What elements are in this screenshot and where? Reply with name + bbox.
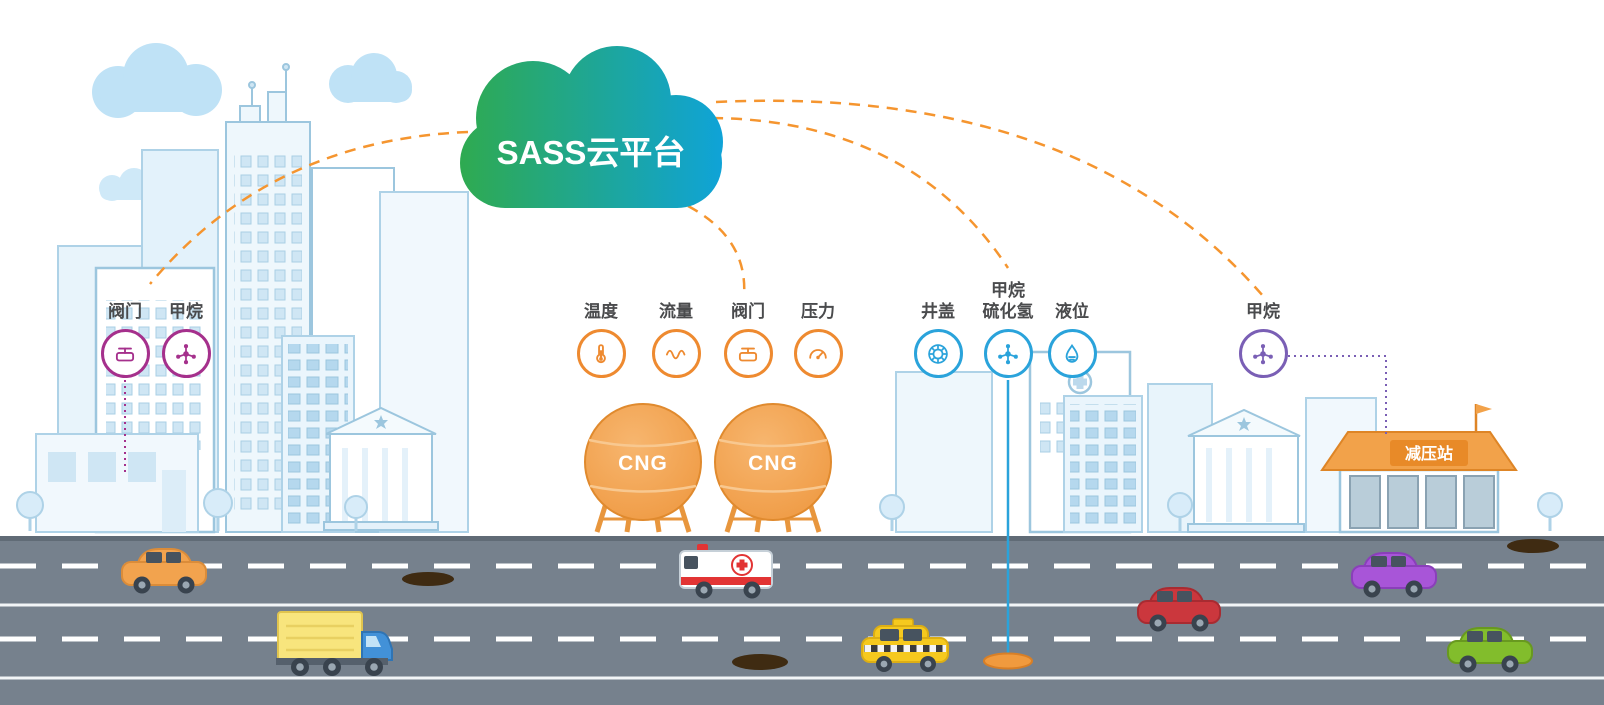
sensor-valve-building: 阀门 bbox=[87, 276, 163, 378]
connection-line-building bbox=[149, 130, 469, 285]
taxi bbox=[861, 618, 949, 672]
truck-yellow bbox=[276, 611, 393, 676]
bank-building-right bbox=[1187, 408, 1305, 533]
cloud-platform: SASS云平台 bbox=[460, 46, 723, 208]
methane-molecule-icon bbox=[1238, 329, 1288, 378]
methane-molecule-icon bbox=[161, 329, 211, 378]
manhole-cover-orange bbox=[983, 652, 1033, 670]
connection-line-street bbox=[711, 116, 1010, 269]
sensor-methane-station: 甲烷 bbox=[1225, 276, 1301, 378]
antenna-tower bbox=[225, 63, 311, 533]
cng-tank-1: CNG bbox=[584, 403, 702, 533]
road bbox=[0, 536, 1604, 705]
sensor-label: 井盖 bbox=[921, 301, 955, 321]
sensor-label: 阀门 bbox=[731, 301, 765, 321]
sensor-flow: 流量 bbox=[638, 276, 714, 378]
sensor-label: 流量 bbox=[659, 301, 693, 321]
station-sign-label: 减压站 bbox=[1405, 444, 1453, 463]
trees-left bbox=[16, 488, 368, 531]
cng-tank-2: CNG bbox=[714, 403, 832, 533]
temperature-icon bbox=[576, 329, 626, 378]
sensor-label: 硫化氢 bbox=[982, 301, 1034, 321]
pressure-gauge-icon bbox=[793, 329, 843, 378]
sensor-label: 温度 bbox=[584, 301, 618, 321]
flow-icon bbox=[651, 329, 701, 378]
city-skyline-left bbox=[16, 63, 469, 534]
pressure-station-building: 减压站 bbox=[1320, 404, 1518, 534]
cng-tank-1-label: CNG bbox=[618, 452, 668, 475]
sensor-valve-cng: 阀门 bbox=[710, 276, 786, 378]
manholes bbox=[402, 539, 1559, 670]
valve-icon bbox=[723, 329, 773, 378]
sensor-liquid-level: 液位 bbox=[1034, 276, 1110, 378]
bank-building-left bbox=[323, 406, 439, 531]
sky-clouds bbox=[92, 43, 412, 201]
sensor-manhole: 井盖 bbox=[900, 276, 976, 378]
car-green bbox=[1447, 627, 1533, 673]
manhole-cover bbox=[402, 572, 454, 586]
sensor-gas-street: 甲烷 硫化氢 bbox=[970, 276, 1046, 378]
car-purple bbox=[1351, 552, 1437, 598]
sensor-label: 甲烷 bbox=[1246, 301, 1280, 321]
sky-cloud-left bbox=[92, 43, 222, 118]
valve-icon bbox=[100, 329, 150, 378]
shops-row bbox=[35, 433, 199, 533]
sensor-temperature: 温度 bbox=[563, 276, 639, 378]
manhole-cover bbox=[732, 654, 788, 670]
sensor-label: 液位 bbox=[1055, 301, 1089, 321]
gas-molecule-icon bbox=[983, 329, 1033, 378]
sensor-methane-building: 甲烷 bbox=[148, 276, 224, 378]
sensor-label: 阀门 bbox=[108, 301, 142, 321]
city-skyline-right bbox=[879, 350, 1563, 534]
connection-line-cng bbox=[687, 204, 746, 297]
cloud-connection-lines bbox=[149, 99, 1264, 297]
ambulance bbox=[679, 544, 773, 599]
manhole-icon bbox=[913, 329, 963, 378]
taxi-checker-band bbox=[864, 645, 946, 652]
connection-line-station bbox=[715, 99, 1264, 297]
station-flag bbox=[1476, 404, 1492, 414]
liquid-level-icon bbox=[1047, 329, 1097, 378]
manhole-cover bbox=[1507, 539, 1559, 553]
cng-tank-2-label: CNG bbox=[748, 452, 798, 475]
sensor-label: 甲烷 bbox=[169, 301, 203, 321]
trees-right bbox=[879, 492, 1563, 531]
cng-tanks: CNG CNG bbox=[584, 403, 832, 533]
sensor-label: 甲烷 bbox=[991, 280, 1025, 300]
sky-cloud-right bbox=[329, 53, 412, 103]
cloud-platform-label: SASS云平台 bbox=[497, 134, 686, 171]
car-red bbox=[1137, 587, 1221, 632]
window-building-right bbox=[1063, 395, 1143, 533]
car-orange bbox=[121, 548, 207, 594]
sensor-pressure: 压力 bbox=[780, 276, 856, 378]
sensor-link-line-violet bbox=[1288, 355, 1387, 434]
station-sign bbox=[1390, 440, 1468, 466]
sensor-label: 压力 bbox=[801, 301, 835, 321]
